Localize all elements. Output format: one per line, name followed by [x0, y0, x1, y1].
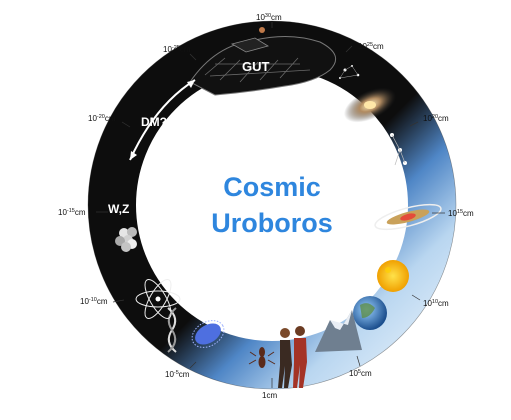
scale-label-1e25: 1025cm [345, 42, 384, 53]
atom-icon [135, 279, 181, 319]
scale-label-1e30: 1030cm [256, 13, 282, 28]
earth-icon [353, 296, 387, 330]
svg-text:10-25cm: 10-25cm [163, 45, 191, 54]
mountain-icon [315, 310, 362, 352]
svg-text:1015cm: 1015cm [448, 209, 474, 218]
scale-label-1e-25: 10-25cm [163, 45, 197, 61]
title-line-1: Cosmic [223, 172, 321, 202]
serpent-eye-icon [259, 27, 265, 33]
svg-text:10-20cm: 10-20cm [88, 114, 116, 123]
scale-label-1e-15: 10-15cm [58, 208, 108, 217]
svg-text:1cm: 1cm [262, 391, 277, 400]
svg-text:105cm: 105cm [349, 369, 372, 378]
dm-arrow-icon [129, 79, 196, 161]
constellation-icon [390, 133, 407, 167]
svg-text:1030cm: 1030cm [256, 13, 282, 22]
scale-label-1cm: 1cm [262, 378, 277, 400]
scale-label-1e5: 105cm [349, 355, 372, 378]
svg-text:1025cm: 1025cm [358, 42, 384, 51]
svg-text:10-15cm: 10-15cm [58, 208, 86, 217]
scale-label-1e-20: 10-20cm [88, 114, 131, 128]
sun-icon [377, 260, 409, 292]
scale-label-1e-5: 10-5cm [165, 361, 197, 379]
scale-label-1e-10: 10-10cm [80, 297, 125, 306]
star-cluster-icon [339, 65, 360, 79]
virus-icon [191, 320, 225, 348]
dm-label: DM? [141, 115, 167, 129]
scale-label-1e15: 1015cm [432, 209, 474, 218]
svg-text:1010cm: 1010cm [423, 299, 449, 308]
serpent-head-icon [189, 27, 337, 96]
scale-labels: 1030cm 1025cm 1020cm 1015cm 1010cm 105cm… [58, 13, 474, 400]
people-icon [278, 326, 307, 388]
svg-text:10-5cm: 10-5cm [165, 370, 190, 379]
spiral-galaxy-icon [343, 87, 397, 123]
gut-label: GUT [242, 59, 270, 74]
nucleus-icon [115, 227, 137, 252]
scale-label-1e10: 1010cm [411, 294, 449, 308]
ant-icon [248, 347, 276, 368]
svg-text:10-10cm: 10-10cm [80, 297, 108, 306]
wz-label: W,Z [108, 202, 129, 216]
edge-on-galaxy-icon [374, 203, 442, 231]
scale-label-1e20: 1020cm [409, 114, 449, 127]
title-line-2: Uroboros [211, 208, 333, 238]
svg-text:1020cm: 1020cm [423, 114, 449, 123]
